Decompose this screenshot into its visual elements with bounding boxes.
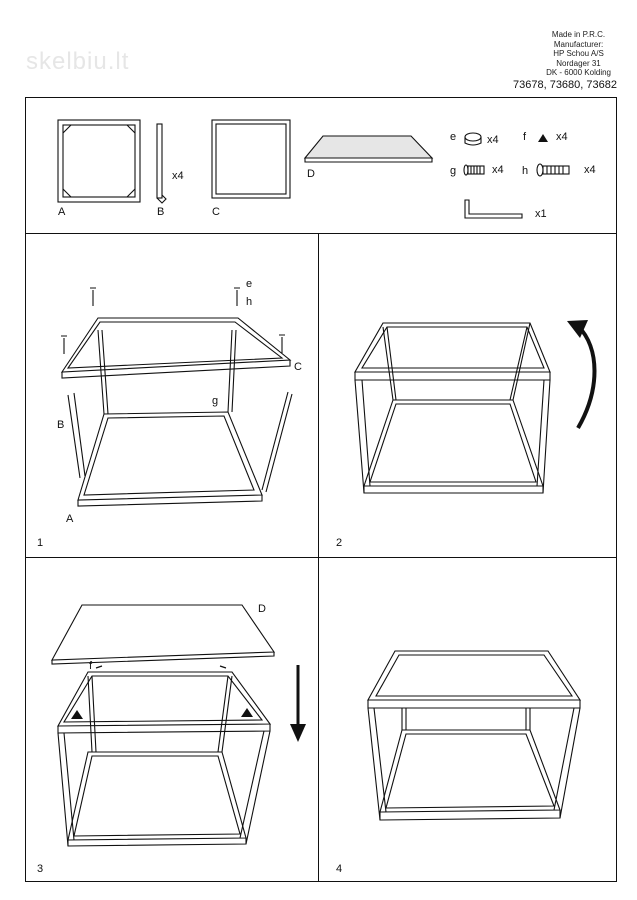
part-h-bolt-drawing (536, 163, 570, 177)
watermark: skelbiu.lt (26, 48, 130, 75)
step-3-label-d: D (258, 603, 266, 615)
manufacturer-street: Nordager 31 (556, 58, 601, 68)
part-h-label: h (522, 165, 529, 177)
part-b-label: B (157, 206, 165, 218)
part-f-quantity: x4 (556, 131, 568, 143)
part-f-triangle-drawing (538, 134, 548, 142)
step-2-number: 2 (336, 537, 343, 549)
step-1-label-e: e (246, 278, 253, 290)
part-f-label: f (523, 131, 527, 143)
part-e-label: e (450, 131, 457, 143)
model-numbers: 73678, 73680, 73682 (513, 79, 617, 91)
allen-key-quantity: x1 (535, 208, 547, 220)
parts-divider (25, 233, 617, 234)
step-1-label-c: C (294, 361, 302, 373)
part-h-quantity: x4 (584, 164, 596, 176)
down-arrow-icon (290, 724, 306, 742)
manufacturer-name: HP Schou A/S (553, 49, 604, 58)
part-e-quantity: x4 (487, 134, 499, 146)
part-a-label: A (58, 206, 66, 218)
manufacturer-info: Made in P.R.C. Manufacturer: HP Schou A/… (546, 30, 611, 78)
step-1-number: 1 (37, 537, 44, 549)
part-d-top-drawing (303, 135, 434, 163)
part-e-cap-drawing (464, 132, 482, 146)
step-1-label-a: A (66, 513, 74, 525)
allen-key-drawing (464, 199, 523, 219)
step-1-label-h: h (246, 296, 253, 308)
rotate-arrow-icon (576, 324, 597, 430)
part-b-leg-drawing (156, 123, 167, 204)
manufacturer-city: DK - 6000 Kolding (546, 68, 611, 77)
step-4-number: 4 (336, 863, 343, 875)
part-g-label: g (450, 165, 457, 177)
instruction-sheet (25, 97, 617, 882)
made-in-line: Made in P.R.C. (551, 30, 606, 39)
part-g-quantity: x4 (492, 164, 504, 176)
part-c-frame-drawing (211, 119, 291, 199)
manufacturer-label: Manufacturer: (553, 39, 604, 49)
part-g-screw-drawing (463, 164, 485, 176)
row-divider (25, 557, 617, 558)
part-c-label: C (212, 206, 220, 218)
step-1-label-b: B (57, 419, 65, 431)
step-3-label-f: f (89, 660, 93, 672)
step-1-label-g: g (212, 395, 219, 407)
part-b-quantity: x4 (172, 170, 184, 182)
step-3-number: 3 (37, 863, 44, 875)
part-a-frame-drawing (57, 119, 141, 203)
column-divider (318, 233, 319, 882)
part-d-label: D (307, 168, 315, 180)
